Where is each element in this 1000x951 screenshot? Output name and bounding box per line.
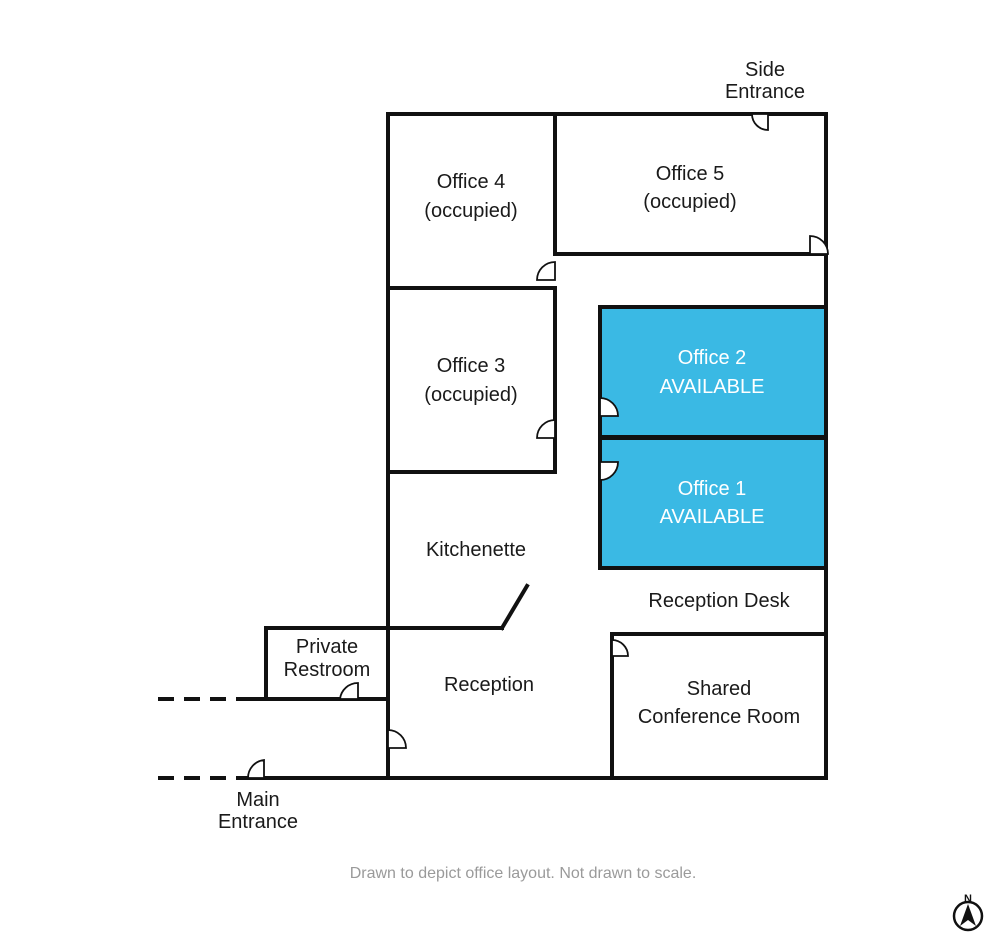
office-3-door[interactable] <box>536 419 556 439</box>
north-arrow-icon: N <box>952 893 984 932</box>
main-entrance-door[interactable] <box>247 758 265 779</box>
office-2-label: Office 2 <box>678 347 747 369</box>
side-entrance-door[interactable] <box>751 113 769 131</box>
interior-walls <box>238 112 828 780</box>
main-entrance-label: Main <box>236 789 279 811</box>
main-entrance-label-2: Entrance <box>218 811 298 833</box>
conference-door[interactable] <box>611 639 629 657</box>
restroom-door[interactable] <box>338 682 359 700</box>
office-3-status: (occupied) <box>424 384 517 406</box>
conference-label: Shared <box>687 678 752 700</box>
kitchenette-label: Kitchenette <box>426 539 526 561</box>
reception-side-door[interactable] <box>387 729 407 749</box>
office-3-label: Office 3 <box>437 355 506 377</box>
office-5-status: (occupied) <box>643 191 736 213</box>
reception-desk-label: Reception Desk <box>648 590 790 612</box>
office-5-door[interactable] <box>809 235 829 255</box>
office-1-label: Office 1 <box>678 478 747 500</box>
office-2-door[interactable] <box>599 397 619 417</box>
side-entrance-label: Side <box>745 59 785 81</box>
office-1-status: AVAILABLE <box>660 506 765 528</box>
office-4-label: Office 4 <box>437 171 506 193</box>
conference-label-2: Conference Room <box>638 706 800 728</box>
restroom-label: Private <box>296 636 358 658</box>
office-2-status: AVAILABLE <box>660 376 765 398</box>
side-entrance-label-2: Entrance <box>725 81 805 103</box>
office-4-status: (occupied) <box>424 200 517 222</box>
compass-letter: N <box>964 893 972 905</box>
reception-label: Reception <box>444 674 534 696</box>
office-2-room[interactable] <box>598 305 828 439</box>
office-4-door[interactable] <box>536 261 556 281</box>
office-1-door[interactable] <box>599 461 619 481</box>
office-5-label: Office 5 <box>656 163 725 185</box>
footnote: Drawn to depict office layout. Not drawn… <box>350 865 697 882</box>
restroom-label-2: Restroom <box>284 659 371 681</box>
office-1-room[interactable] <box>598 436 828 570</box>
doors <box>247 113 829 779</box>
